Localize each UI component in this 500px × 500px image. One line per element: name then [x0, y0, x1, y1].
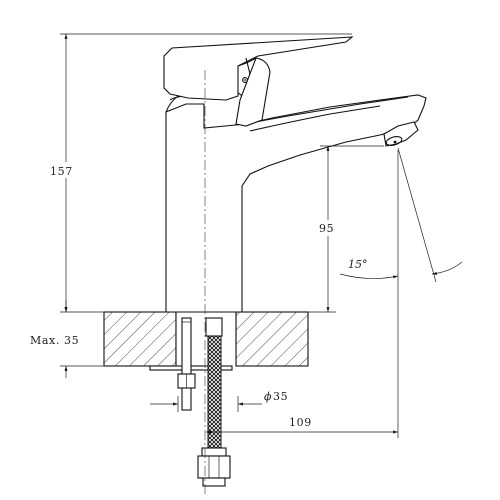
- dim-spout-angle: [339, 147, 463, 283]
- dim-counter-thickness: [60, 300, 104, 378]
- dim-label-spout-reach: 109: [289, 416, 312, 429]
- flex-hose: [197, 317, 231, 487]
- dim-label-total-height: 157: [50, 165, 73, 178]
- dim-spout-reach: [206, 150, 399, 438]
- dim-hole-diameter: [150, 396, 262, 412]
- dim-label-counter-thickness: Max. 35: [30, 334, 79, 347]
- dim-label-hole-diameter: 35: [273, 390, 288, 403]
- mounting-hardware: [149, 317, 233, 411]
- dim-spout-height: [308, 145, 384, 313]
- dim-label-spout-height: 95: [319, 222, 334, 235]
- dim-label-spout-angle: 15°: [348, 258, 368, 271]
- faucet-lever-handle: [163, 36, 354, 127]
- dim-total-height: [50, 33, 352, 313]
- dim-label-diameter-symbol: ϕ: [264, 390, 272, 403]
